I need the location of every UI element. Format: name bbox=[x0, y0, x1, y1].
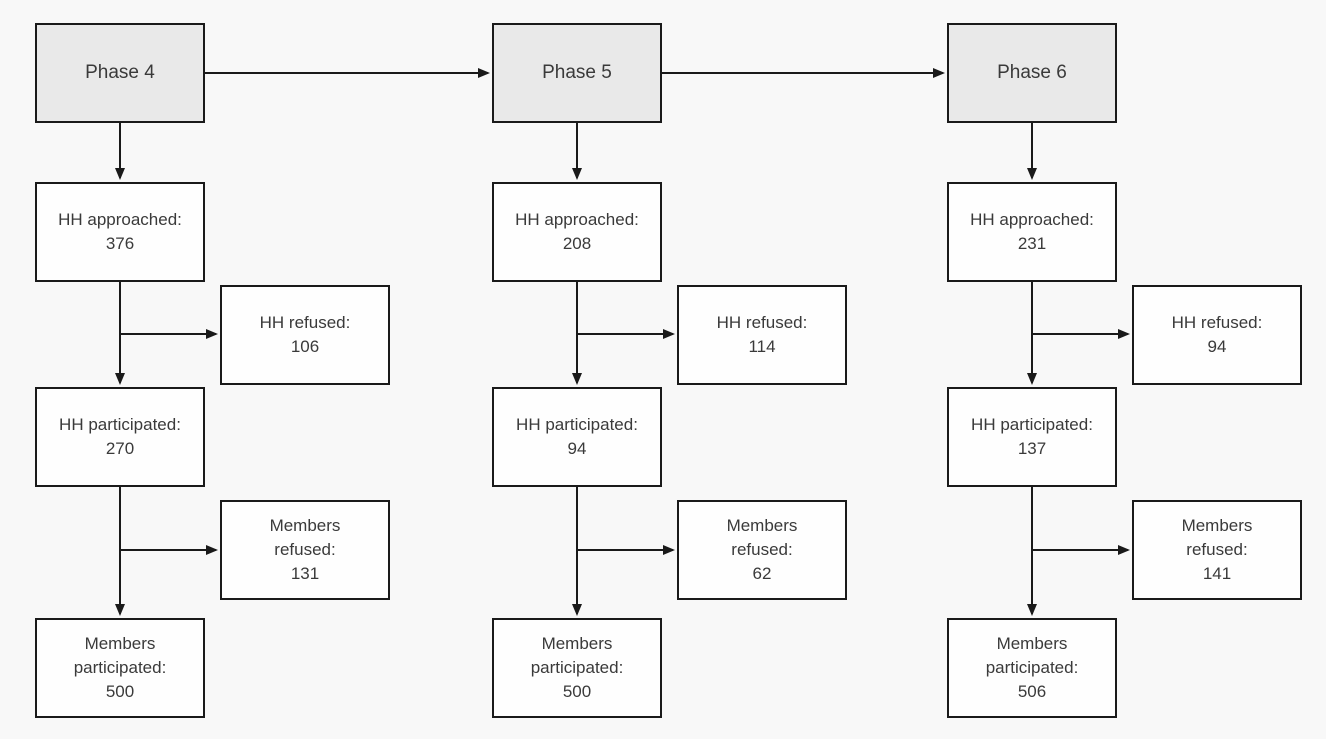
members-participated-label-line2: participated: bbox=[985, 658, 1079, 677]
members-refused-label-line2: refused: bbox=[274, 540, 336, 559]
members-refused-value: 131 bbox=[290, 564, 320, 583]
members-participated-label-line1: Members bbox=[996, 634, 1068, 653]
hh-refused-value: 94 bbox=[1207, 337, 1227, 356]
members-participated-label-line1: Members bbox=[84, 634, 156, 653]
members-refused-label-line1: Members bbox=[726, 516, 798, 535]
hh-participated-box: HH participated: 137 bbox=[947, 387, 1117, 487]
hh-refused-box: HH refused: 114 bbox=[677, 285, 847, 385]
members-participated-box: Members participated: 500 bbox=[492, 618, 662, 718]
hh-refused-box: HH refused: 106 bbox=[220, 285, 390, 385]
members-participated-value: 500 bbox=[562, 682, 592, 701]
phase-title: Phase 5 bbox=[542, 62, 612, 83]
hh-participated-label: HH participated: bbox=[971, 415, 1093, 434]
members-participated-value: 500 bbox=[105, 682, 135, 701]
hh-approached-value: 231 bbox=[1017, 234, 1047, 253]
hh-refused-label: HH refused: bbox=[716, 313, 808, 332]
members-refused-value: 141 bbox=[1202, 564, 1232, 583]
members-refused-label-line1: Members bbox=[1181, 516, 1253, 535]
phase-title: Phase 6 bbox=[997, 62, 1067, 83]
members-refused-label-line1: Members bbox=[269, 516, 341, 535]
hh-participated-value: 270 bbox=[105, 439, 135, 458]
phase-header-box: Phase 5 bbox=[492, 23, 662, 123]
hh-participated-box: HH participated: 270 bbox=[35, 387, 205, 487]
members-participated-label-line2: participated: bbox=[530, 658, 624, 677]
hh-participated-value: 137 bbox=[1017, 439, 1047, 458]
hh-approached-label: HH approached: bbox=[58, 210, 182, 229]
phase-title: Phase 4 bbox=[85, 62, 155, 83]
members-refused-label-line2: refused: bbox=[1186, 540, 1248, 559]
members-participated-box: Members participated: 506 bbox=[947, 618, 1117, 718]
hh-approached-box: HH approached: 208 bbox=[492, 182, 662, 282]
hh-approached-value: 376 bbox=[105, 234, 135, 253]
phase-header-box: Phase 6 bbox=[947, 23, 1117, 123]
hh-participated-box: HH participated: 94 bbox=[492, 387, 662, 487]
hh-refused-label: HH refused: bbox=[259, 313, 351, 332]
members-participated-value: 506 bbox=[1017, 682, 1047, 701]
hh-approached-label: HH approached: bbox=[515, 210, 639, 229]
phase-header-box: Phase 4 bbox=[35, 23, 205, 123]
hh-participated-label: HH participated: bbox=[516, 415, 638, 434]
hh-refused-value: 106 bbox=[290, 337, 320, 356]
members-participated-box: Members participated: 500 bbox=[35, 618, 205, 718]
hh-approached-value: 208 bbox=[562, 234, 592, 253]
members-participated-label-line2: participated: bbox=[73, 658, 167, 677]
members-refused-label-line2: refused: bbox=[731, 540, 793, 559]
hh-refused-label: HH refused: bbox=[1171, 313, 1263, 332]
members-refused-box: Members refused: 131 bbox=[220, 500, 390, 600]
hh-approached-box: HH approached: 376 bbox=[35, 182, 205, 282]
hh-approached-box: HH approached: 231 bbox=[947, 182, 1117, 282]
hh-refused-value: 114 bbox=[748, 337, 776, 356]
hh-participated-value: 94 bbox=[567, 439, 587, 458]
members-refused-value: 62 bbox=[752, 564, 772, 583]
hh-approached-label: HH approached: bbox=[970, 210, 1094, 229]
members-participated-label-line1: Members bbox=[541, 634, 613, 653]
hh-participated-label: HH participated: bbox=[59, 415, 181, 434]
members-refused-box: Members refused: 62 bbox=[677, 500, 847, 600]
members-refused-box: Members refused: 141 bbox=[1132, 500, 1302, 600]
hh-refused-box: HH refused: 94 bbox=[1132, 285, 1302, 385]
